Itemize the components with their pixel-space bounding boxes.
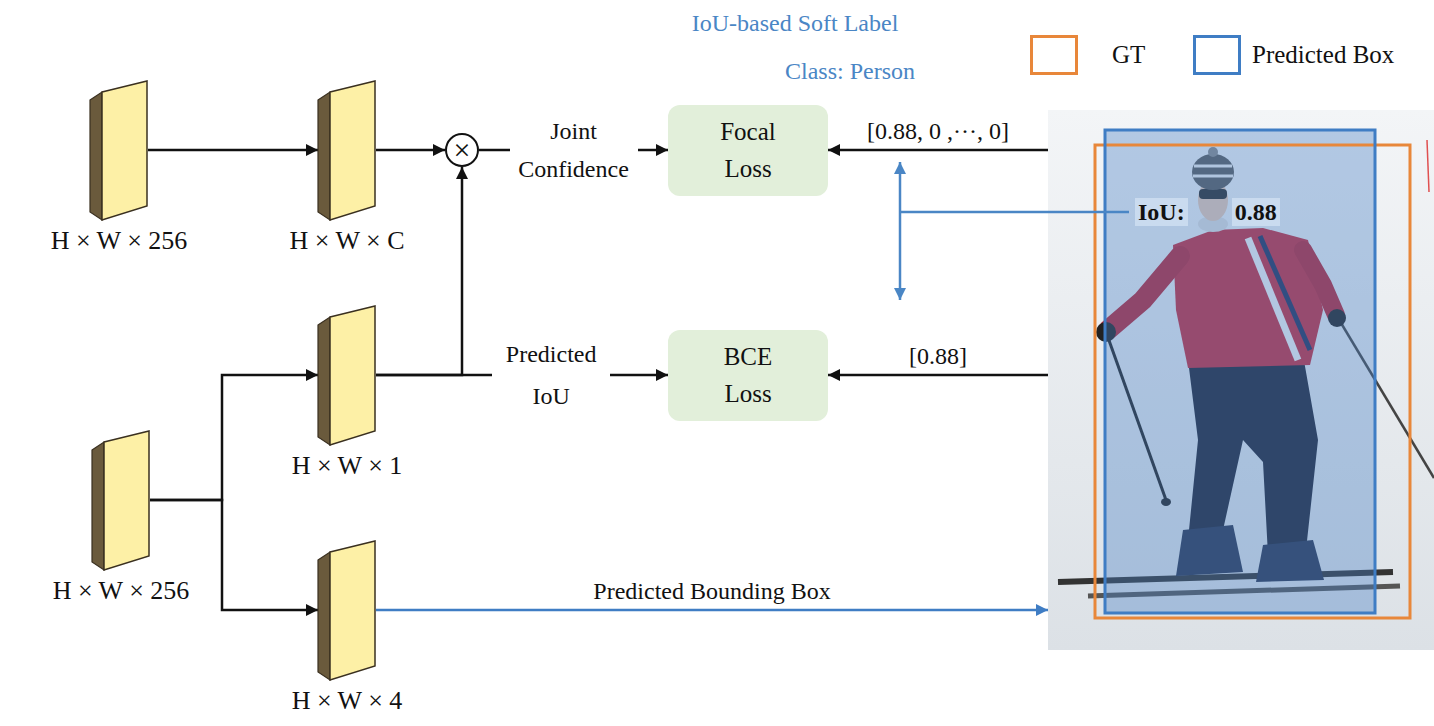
edge-label: Predicted Bounding Box [589, 576, 834, 606]
edge-label-box: Predicted IoU [492, 333, 610, 417]
dimension-text: H × W × 256 [53, 576, 190, 606]
feature-map: H × W × 4 [318, 540, 376, 680]
dimension-label: H × W × 256 [51, 226, 188, 256]
dimension-label: H × W × 256 [53, 576, 190, 606]
loss-name: Focal Loss [703, 113, 793, 188]
heading-label-box: IoU-based Soft Label [692, 8, 899, 38]
snow-background [1048, 110, 1434, 650]
multiply-symbol: × [454, 135, 471, 165]
slab-face [330, 306, 375, 445]
iou-text: 0.88 [1232, 198, 1280, 226]
edge-label-box: [0.88, 0 ,···, 0] [863, 116, 1013, 146]
feature-slab [92, 430, 150, 570]
legend-entry: Predicted Box [1193, 35, 1394, 75]
heading-label: Class: Person [785, 56, 915, 86]
edge-label-box: [0.88] [905, 341, 971, 371]
leader-line [900, 211, 1129, 214]
legend-entry: GT [1030, 35, 1145, 75]
legend-swatch [1030, 35, 1078, 75]
dimension-text: H × W × C [289, 226, 404, 256]
slab-face [330, 541, 375, 680]
connector [376, 167, 462, 375]
loss-name: BCE Loss [703, 338, 793, 413]
gt-box [1095, 145, 1410, 618]
slab-face [104, 431, 149, 570]
edge-label: Predicted IoU [492, 333, 610, 417]
slab-face [102, 81, 147, 220]
double-arrow [899, 162, 902, 300]
feature-slab [318, 305, 376, 445]
connector [150, 375, 318, 500]
dimension-text: H × W × 4 [292, 686, 403, 716]
dimension-text: H × W × 256 [51, 226, 188, 256]
iou-annotation: IoU: 0.88 [1135, 198, 1280, 226]
predicted-box [1105, 130, 1375, 613]
feature-map: H × W × 256 [90, 80, 148, 220]
multiply-node: × [445, 133, 479, 167]
iou-text: IoU: [1135, 198, 1188, 226]
connector [148, 149, 318, 152]
slab-side [90, 92, 102, 220]
connector [828, 149, 1048, 152]
edge-label: Joint Confidence [510, 112, 638, 189]
loss-box: BCE Loss [668, 330, 828, 421]
feature-map: H × W × 256 [92, 430, 150, 570]
slab-side [318, 92, 330, 220]
skier-photo [1048, 110, 1434, 650]
edge-label-box: Predicted Bounding Box [589, 576, 834, 606]
feature-map: H × W × 1 [318, 305, 376, 445]
dimension-text: H × W × 1 [292, 451, 403, 481]
connector [828, 374, 1048, 377]
predicted-box-fill [1105, 130, 1375, 613]
edge-label-box: Joint Confidence [510, 112, 638, 189]
edge-label: [0.88] [905, 341, 971, 371]
feature-slab [90, 80, 148, 220]
legend-swatch [1193, 35, 1241, 75]
legend-text: GT [1112, 40, 1145, 70]
connector [376, 609, 1048, 612]
slab-side [92, 442, 104, 570]
slab-side [318, 552, 330, 680]
dimension-label: H × W × C [289, 226, 404, 256]
red-mark [1427, 140, 1429, 192]
loss-box: Focal Loss [668, 105, 828, 196]
feature-slab [318, 540, 376, 680]
legend-text: Predicted Box [1252, 40, 1394, 70]
feature-map: H × W × C [318, 80, 376, 220]
slab-face [330, 81, 375, 220]
dimension-label: H × W × 1 [292, 451, 403, 481]
heading-label: IoU-based Soft Label [692, 8, 899, 38]
connector [376, 149, 445, 152]
edge-label: [0.88, 0 ,···, 0] [863, 116, 1013, 146]
dimension-label: H × W × 4 [292, 686, 403, 716]
feature-slab [318, 80, 376, 220]
image-region: IoU: 0.88 [1048, 110, 1434, 650]
heading-label-box: Class: Person [785, 56, 915, 86]
slab-side [318, 317, 330, 445]
